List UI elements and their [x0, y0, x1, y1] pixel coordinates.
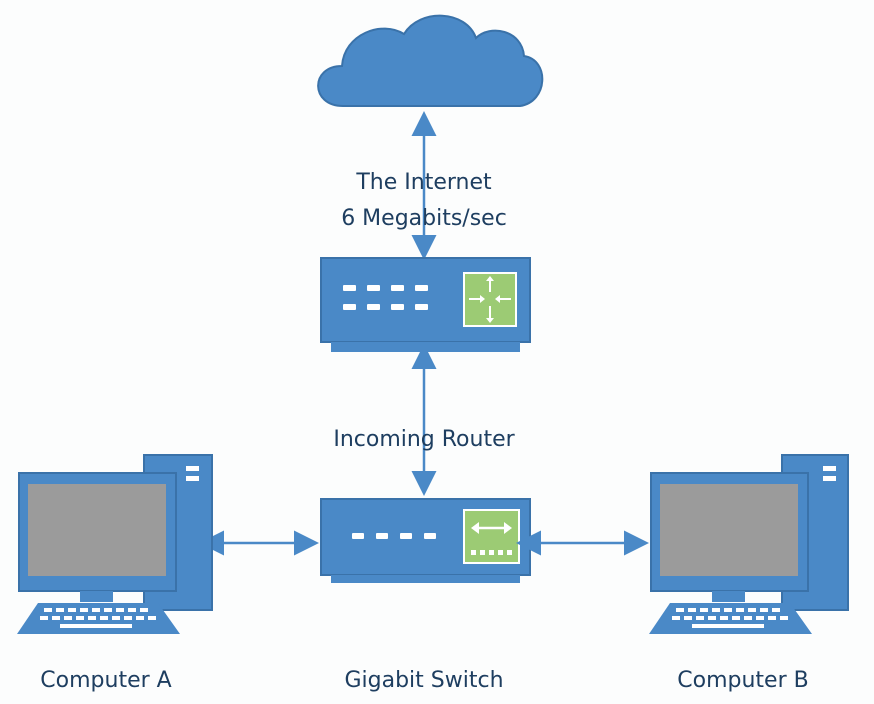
- computer-a-icon: [17, 454, 213, 634]
- switch-icon: [320, 498, 531, 583]
- internet-speed-label: 6 Megabits/sec: [341, 206, 507, 231]
- router-icon: [320, 257, 531, 352]
- switch-label: Gigabit Switch: [344, 668, 503, 693]
- computer-b-icon: [649, 454, 849, 634]
- internet-label: The Internet: [355, 170, 492, 195]
- router-label: Incoming Router: [333, 427, 515, 452]
- computer-a-label: Computer A: [40, 668, 171, 693]
- computer-b-label: Computer B: [677, 668, 808, 693]
- cloud-icon: [317, 14, 544, 107]
